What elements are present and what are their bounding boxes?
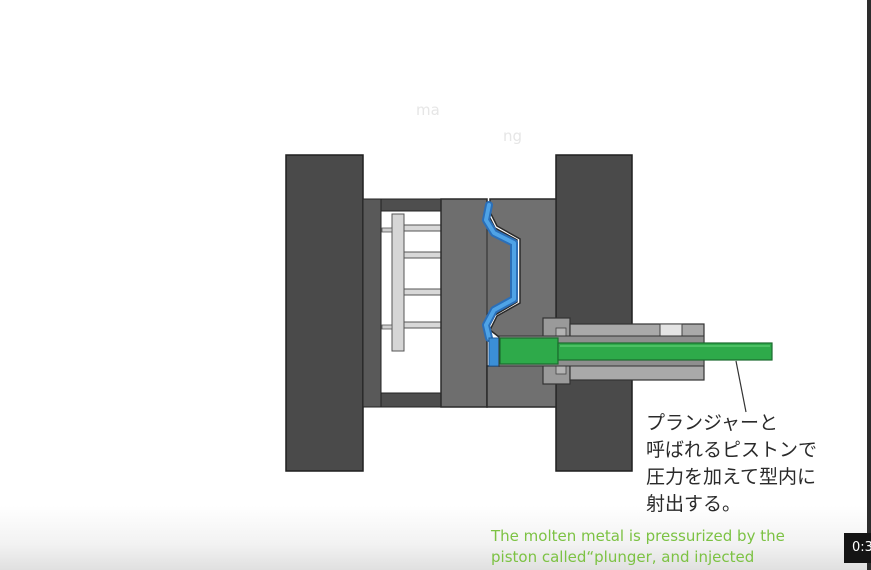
japanese-caption-line: 圧力を加えて型内に — [646, 466, 817, 488]
biscuit — [488, 337, 501, 367]
japanese-caption-line: 射出する。 — [646, 493, 742, 515]
english-subtitle-line: piston called“plunger, and injected — [491, 548, 755, 566]
frame-right-edge — [867, 0, 871, 570]
english-subtitle: The molten metal is pressurized by the p… — [491, 526, 785, 568]
english-subtitle-line: The molten metal is pressurized by the — [491, 527, 785, 545]
japanese-caption: プランジャーと 呼ばれるピストンで 圧力を加えて型内に 射出する。 — [646, 410, 817, 518]
plunger-rod — [557, 342, 773, 361]
cast-part-highlight — [484, 203, 516, 340]
faded-title-fragment-1: ma — [416, 101, 440, 119]
sleeve-pour-hole — [659, 323, 683, 337]
ejector-housing-left-wall — [362, 198, 382, 408]
plunger-tip — [499, 337, 559, 365]
pin-stub-2 — [381, 324, 393, 330]
ejector-housing-bottom-bar — [380, 392, 442, 408]
japanese-caption-line: プランジャーと — [646, 412, 779, 434]
ejector-housing-top-bar — [380, 198, 442, 212]
right-platen — [555, 154, 633, 472]
video-timestamp[interactable]: 0:3 — [844, 533, 871, 563]
left-platen — [285, 154, 364, 472]
faded-title-fragment-2: ng — [503, 127, 523, 145]
ejector-plate — [391, 213, 405, 352]
pin-stub-1 — [381, 227, 393, 233]
japanese-caption-line: 呼ばれるピストンで — [646, 439, 818, 461]
caption-leader-line — [735, 360, 747, 413]
